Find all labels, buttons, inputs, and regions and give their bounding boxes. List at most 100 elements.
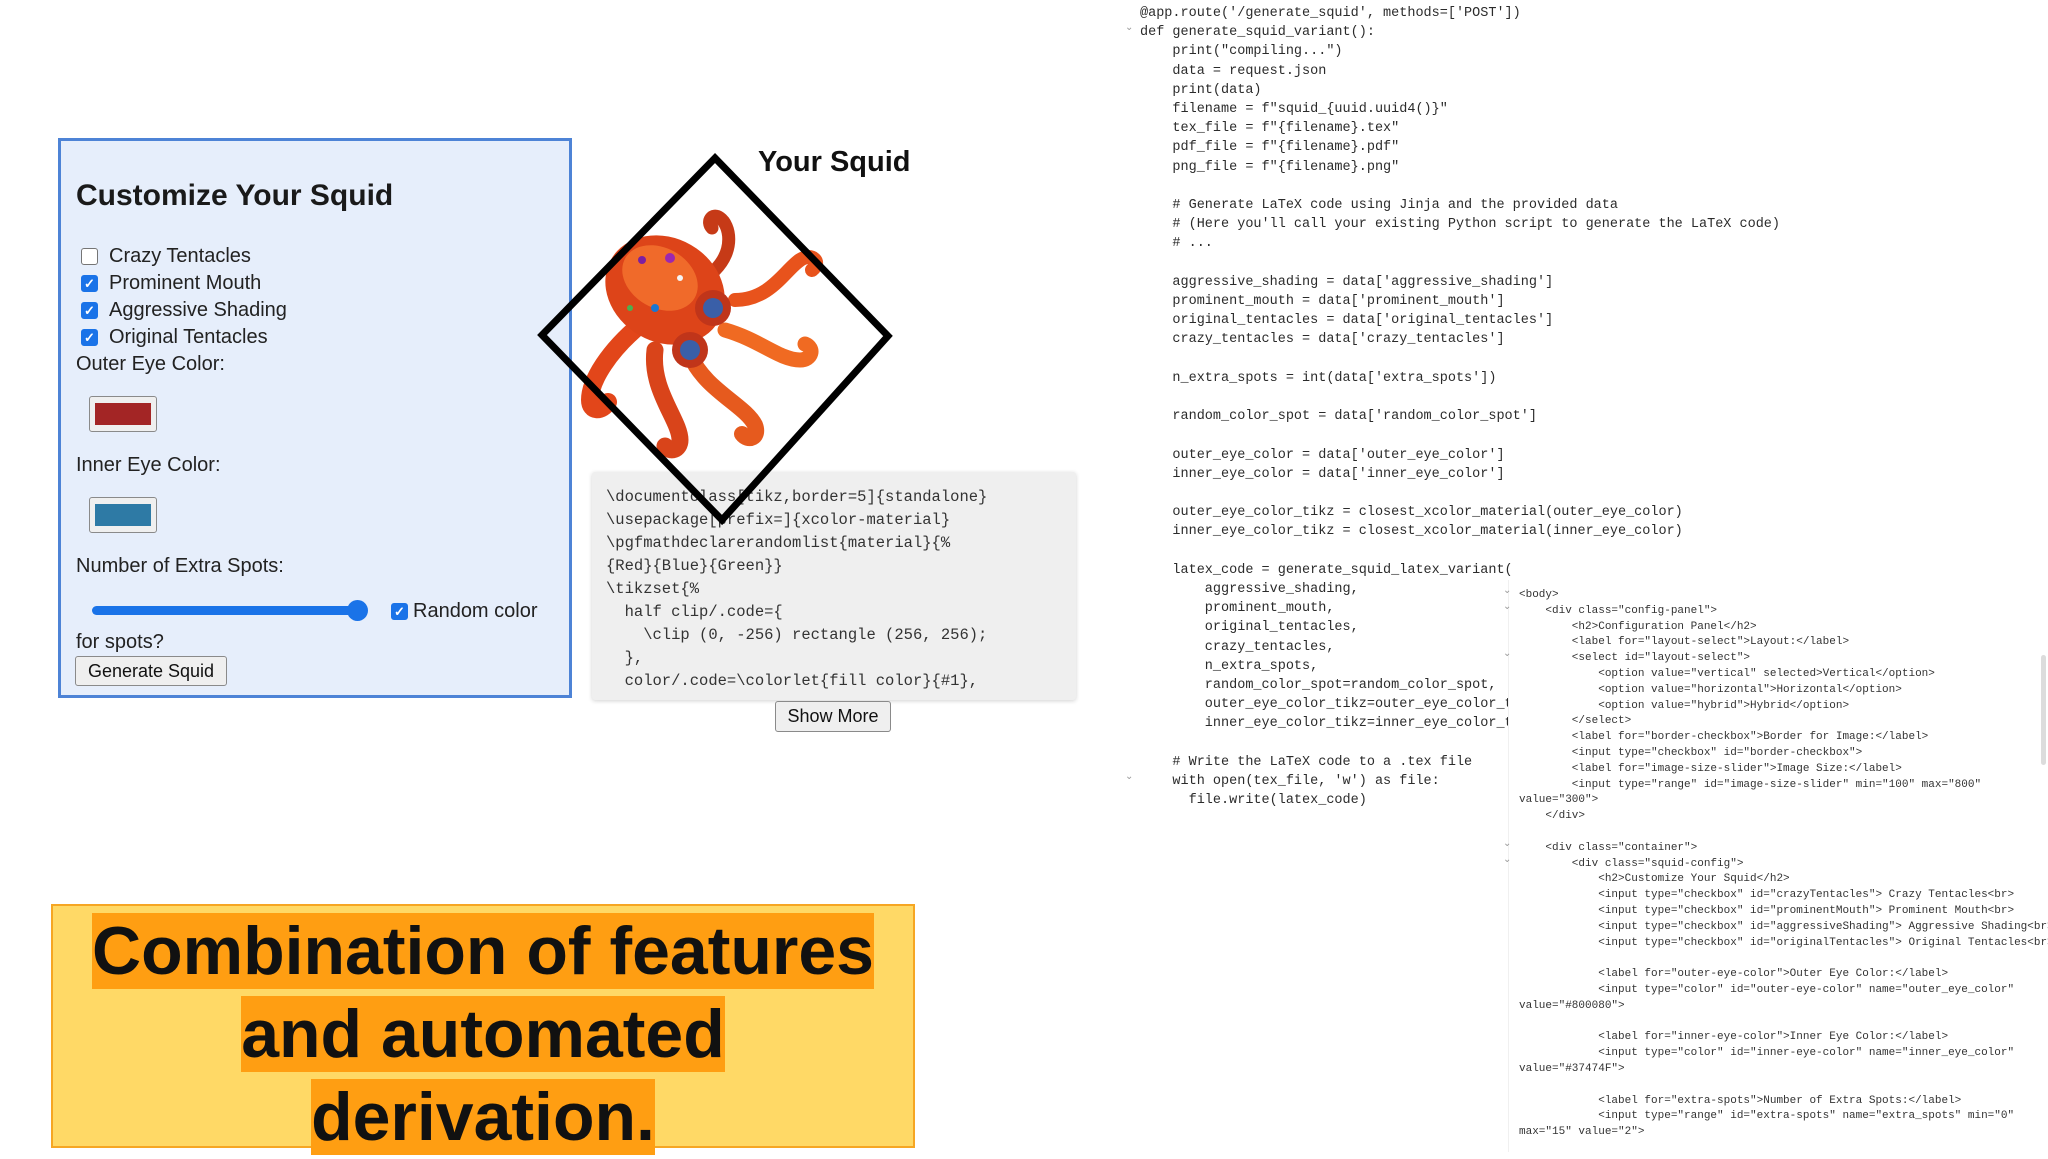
python-code-line: latex_code = generate_squid_latex_varian…	[1140, 562, 1513, 578]
latex-line: {Red}{Blue}{Green}}	[606, 557, 783, 575]
random-color-label: Random color	[413, 600, 538, 622]
outer-eye-label: Outer Eye Color:	[76, 353, 225, 375]
python-code-line: inner_eye_color_tikz = closest_xcolor_ma…	[1140, 524, 1683, 540]
fold-chevron-icon[interactable]: ⌄	[1503, 853, 1512, 865]
html-code-line: <body>	[1519, 589, 1559, 601]
html-code-line: <h2>Configuration Panel</h2>	[1519, 620, 1757, 633]
python-code-line: png_file = f"{filename}.png"	[1140, 159, 1400, 175]
html-code-line: <label for="extra-spots">Number of Extra…	[1519, 1094, 1962, 1107]
python-code-line: crazy_tentacles = data['crazy_tentacles'…	[1140, 332, 1505, 348]
fold-chevron-icon[interactable]: ⌄	[1503, 837, 1512, 849]
panel-title: Customize Your Squid	[76, 179, 394, 212]
inner-eye-color-fill	[95, 504, 151, 526]
python-code-line: n_extra_spots,	[1140, 658, 1319, 674]
html-code-line: <h2>Customize Your Squid</h2>	[1519, 873, 1790, 886]
python-code-line: aggressive_shading = data['aggressive_sh…	[1140, 274, 1554, 290]
latex-line: half clip/.code={	[606, 603, 783, 621]
option-prominent-mouth[interactable]: ✓ Prominent Mouth	[81, 270, 261, 296]
python-code-line: # (Here you'll call your existing Python…	[1140, 217, 1781, 233]
html-code-line: <label for="layout-select">Layout:</labe…	[1519, 636, 1850, 649]
option-label: Prominent Mouth	[109, 271, 262, 294]
html-code-view: <body> ⌄ <div class="config-panel"> ⌄ <h2>…	[1503, 580, 2048, 1152]
latex-line: \tikzset{%	[606, 580, 700, 598]
python-code-line: prominent_mouth,	[1140, 601, 1335, 617]
fold-chevron-icon[interactable]: ⌄	[1125, 771, 1134, 782]
customize-panel: Customize Your Squid Crazy Tentacles ✓ P…	[58, 138, 572, 698]
python-code-line: @app.route('/generate_squid', methods=['…	[1140, 6, 1521, 21]
html-code-line: <input type="checkbox" id="border-checkb…	[1519, 747, 1863, 759]
html-code-line: <option value="hybrid">Hybrid</option>	[1519, 699, 1850, 712]
latex-line: color/.code=\colorlet{fill color}{#1},	[606, 672, 979, 690]
caption-line: Combination of features	[91, 913, 875, 989]
html-code-line: max="15" value="2">	[1519, 1126, 1645, 1139]
caption-line: and automated	[241, 996, 725, 1072]
extra-spots-slider-thumb[interactable]	[346, 600, 368, 621]
preview-title: Your Squid	[758, 146, 911, 178]
python-code-line: tex_file = f"{filename}.tex"	[1140, 121, 1400, 137]
fold-chevron-icon[interactable]: ⌄	[1503, 600, 1512, 612]
python-code-line: random_color_spot=random_color_spot,	[1140, 678, 1497, 693]
extra-spots-slider[interactable]	[92, 606, 362, 615]
html-code-line: <div class="container">	[1519, 841, 1698, 854]
python-code-line: # Generate LaTeX code using Jinja and th…	[1140, 198, 1618, 213]
html-code-line: </select>	[1519, 715, 1632, 728]
extra-spots-label: Number of Extra Spots:	[76, 555, 284, 577]
diamond-border	[537, 152, 893, 526]
html-code-line: value="#800080">	[1519, 999, 1625, 1012]
option-crazy-tentacles[interactable]: Crazy Tentacles	[81, 243, 251, 269]
html-code-line: <input type="checkbox" id="originalTenta…	[1519, 936, 2048, 949]
latex-code-preview: \documentclass[tikz,border=5]{standalone…	[592, 472, 1076, 700]
show-more-button[interactable]: Show More	[775, 701, 891, 732]
python-code-line: original_tentacles = data['original_tent…	[1140, 313, 1554, 329]
python-code-line: outer_eye_color_tikz = closest_xcolor_ma…	[1140, 505, 1683, 521]
fold-chevron-icon[interactable]: ⌄	[1125, 22, 1134, 34]
python-code-line: print("compiling...")	[1140, 44, 1343, 60]
squid-image	[537, 152, 893, 526]
checkbox[interactable]: ✓	[81, 274, 98, 292]
inner-eye-color-picker[interactable]	[89, 497, 157, 533]
option-label: Aggressive Shading	[109, 298, 287, 321]
python-code-line: filename = f"squid_{uuid.uuid4()}"	[1140, 102, 1448, 117]
latex-line: \clip (0, -256) rectangle (256, 256);	[606, 626, 988, 644]
html-code-line: <label for="inner-eye-color">Inner Eye C…	[1519, 1031, 1949, 1044]
random-color-option[interactable]: ✓ Random color	[391, 600, 538, 623]
html-code-line: <div class="config-panel">	[1519, 604, 1718, 617]
latex-code-text: \documentclass[tikz,border=5]{standalone…	[592, 472, 1076, 693]
checkbox[interactable]: ✓	[81, 301, 98, 319]
random-color-checkbox[interactable]: ✓	[391, 603, 408, 620]
python-code-line: print(data)	[1140, 82, 1262, 98]
option-label: Crazy Tentacles	[109, 244, 251, 267]
latex-line: \usepackage[prefix=]{xcolor-material}	[606, 511, 951, 529]
latex-line: },	[606, 649, 644, 667]
caption-text: Combination of features and automated de…	[53, 906, 913, 1159]
html-code-line: <input type="color" id="outer-eye-color"…	[1519, 984, 2015, 996]
python-code-line: prominent_mouth = data['prominent_mouth'…	[1140, 294, 1505, 309]
python-code-line: outer_eye_color_tikz=outer_eye_color_tik…	[1140, 697, 1537, 713]
option-original-tentacles[interactable]: ✓ Original Tentacles	[81, 324, 268, 350]
outer-eye-color-fill	[95, 403, 151, 425]
checkbox[interactable]: ✓	[81, 328, 98, 346]
html-code-line: <input type="checkbox" id="aggressiveSha…	[1519, 920, 2048, 933]
html-code-line: <div class="squid-config">	[1519, 857, 1744, 870]
python-code-line: file.write(latex_code)	[1140, 793, 1367, 809]
latex-line: \pgfmathdeclarerandomlist{material}{%	[606, 534, 951, 552]
html-code-line: <input type="range" id="image-size-slide…	[1519, 778, 1982, 791]
python-code-line: n_extra_spots = int(data['extra_spots'])	[1140, 370, 1497, 386]
fold-chevron-icon[interactable]: ⌄	[1503, 585, 1512, 596]
html-code-line: <label for="outer-eye-color">Outer Eye C…	[1519, 968, 1949, 981]
python-code-line: crazy_tentacles,	[1140, 639, 1335, 655]
python-code-line: original_tentacles,	[1140, 620, 1359, 636]
python-code-line: inner_eye_color = data['inner_eye_color'…	[1140, 466, 1505, 482]
html-code-line: <select id="layout-select">	[1519, 652, 1751, 665]
fold-chevron-icon[interactable]: ⌄	[1503, 648, 1512, 660]
html-code-line: <label for="image-size-slider">Image Siz…	[1519, 762, 1902, 775]
outer-eye-color-picker[interactable]	[89, 396, 157, 432]
option-aggressive-shading[interactable]: ✓ Aggressive Shading	[81, 297, 287, 323]
caption-line: derivation.	[311, 1079, 655, 1155]
generate-squid-button[interactable]: Generate Squid	[75, 656, 227, 686]
scrollbar[interactable]	[2041, 655, 2046, 765]
html-code-line: <input type="checkbox" id="prominentMout…	[1519, 905, 2015, 917]
python-code-line: def generate_squid_variant():	[1140, 25, 1375, 41]
html-code-line: <option value="vertical" selected>Vertic…	[1519, 668, 1935, 680]
checkbox[interactable]	[81, 247, 98, 265]
